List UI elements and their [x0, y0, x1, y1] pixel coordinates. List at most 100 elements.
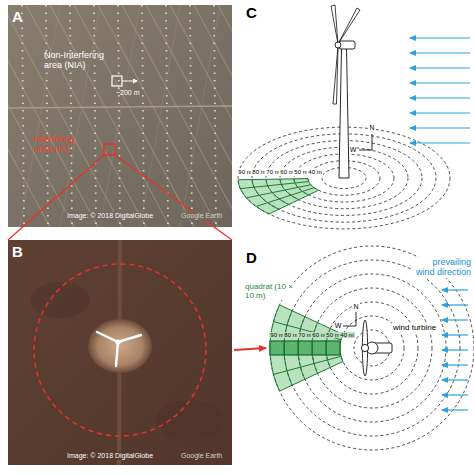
wind-arrow [410, 82, 470, 83]
wind-arrow [442, 304, 468, 305]
compass-label: N [352, 303, 359, 311]
wind-arrow [410, 142, 470, 143]
area-label: Interfering area (IA) [34, 134, 90, 155]
red-arrow [234, 348, 266, 350]
panel-letter: B [12, 243, 23, 260]
area-label: Non-Interfering area (NIA) [44, 50, 116, 71]
study-sector [238, 179, 318, 214]
quadrat-grid [280, 362, 343, 392]
track-line [122, 5, 232, 227]
quadrat-grid [240, 182, 308, 189]
wind-arrow [410, 67, 470, 68]
turbine-row [118, 5, 120, 227]
turbine-row [22, 5, 24, 227]
wind-arrow [410, 127, 470, 128]
compass-axis [359, 150, 372, 151]
quadrat-label: quadrat (10 × 10 m) [244, 282, 296, 300]
wind-arrow [442, 289, 468, 290]
ground-patch [156, 400, 224, 440]
satellite-panel: B Image: © 2018 DigitalGlobe Google Earth [8, 240, 232, 465]
satellite-b [8, 240, 232, 465]
wind-arrow [410, 52, 470, 53]
turbine-hub [361, 344, 368, 351]
zoom-arrow [234, 348, 266, 350]
turbine-row [70, 5, 72, 227]
ia-circle [34, 264, 206, 436]
turbine-blade [118, 335, 141, 342]
ia-square [104, 144, 115, 155]
quadrat-grid [280, 305, 343, 335]
turbine-blade [333, 46, 338, 104]
satellite-a-marks [104, 76, 137, 155]
image-credit: Image: © 2018 DigitalGlobe [66, 212, 154, 220]
watermark: Google Earth [180, 452, 223, 460]
track-line [8, 5, 122, 227]
panel-letter: C [246, 4, 257, 21]
track-line [20, 5, 60, 227]
compass-label: W [349, 146, 358, 154]
wind-label: prevailing wind direction [412, 257, 472, 278]
wind-arrow [442, 349, 468, 350]
wind-arrow [442, 364, 468, 365]
wind-arrow [410, 112, 470, 113]
panel-letter: A [12, 8, 23, 25]
satellite-ground [8, 5, 232, 227]
ground-patch [30, 282, 90, 318]
wind-arrow [442, 319, 468, 320]
wind-arrow [410, 97, 470, 98]
image-credit: Image: © 2018 DigitalGlobe [66, 452, 154, 460]
turbine-tower [339, 48, 349, 178]
quadrat-grid [273, 322, 341, 340]
distance-label: 40 m [307, 169, 322, 176]
track-line [100, 5, 140, 227]
quadrat-grid [238, 179, 308, 180]
compass-axis [343, 326, 356, 327]
quadrat-cell [326, 341, 340, 355]
track-line [170, 5, 232, 227]
quadrat-cell [312, 341, 326, 355]
distance-ring [326, 302, 418, 394]
compass-axis [356, 312, 357, 326]
study-sector [270, 305, 343, 391]
watermark: Google Earth [180, 212, 223, 220]
turbine-perspective [238, 5, 470, 229]
turbine-hub [335, 42, 341, 48]
turbine-blades [362, 320, 367, 376]
track-line [50, 5, 170, 227]
distance-label: 40 m [339, 332, 354, 339]
distance-label: ~200 m [116, 89, 140, 97]
compass-label: N [368, 124, 375, 132]
turbine-blade [331, 5, 338, 44]
distance-arrow [122, 81, 137, 82]
distance-ring [270, 246, 474, 450]
satellite-panel: A Non-Interfering area (NIA) ~200 m Interfe… [8, 5, 232, 227]
track-line [218, 5, 232, 227]
track-line [8, 5, 74, 227]
satellite-ground [8, 240, 232, 465]
wind-arrow [410, 37, 470, 38]
nia-square [112, 76, 122, 86]
turbine-row [94, 5, 96, 227]
distance-ring [284, 260, 460, 436]
wind-arrow [442, 334, 468, 335]
track-line [60, 5, 100, 227]
turbine-blade [97, 332, 118, 342]
quadrat-cell [298, 341, 312, 355]
zoom-connector [8, 155, 232, 240]
quadrat-grid [273, 356, 341, 374]
panel-letter: D [246, 249, 257, 266]
distance-ring [312, 288, 432, 408]
turbine-hub [115, 339, 120, 344]
track-line [74, 5, 194, 227]
distance-ring [298, 274, 446, 422]
wind-arrow [442, 394, 468, 395]
wind-arrow [442, 379, 468, 380]
turbine-plan [270, 246, 474, 450]
turbine-blade [116, 342, 118, 366]
wind-arrow [442, 409, 468, 410]
turbine-label: wind turbine [392, 323, 437, 332]
turbine-row [142, 5, 144, 227]
